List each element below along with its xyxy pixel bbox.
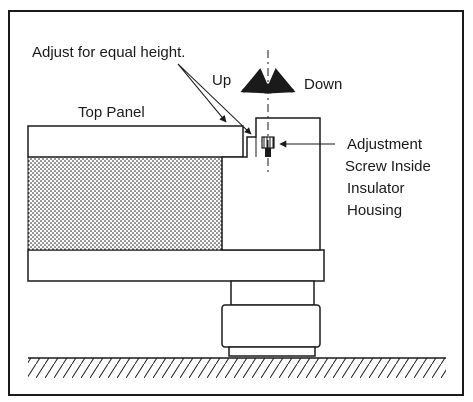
top-panel <box>27 125 244 158</box>
floor <box>28 357 446 378</box>
screw-label-line2: Screw Inside <box>345 158 431 175</box>
rotation-arrow <box>240 68 296 94</box>
up-label: Up <box>212 72 231 89</box>
cabinet-body <box>27 156 223 251</box>
insulator-foot <box>221 280 321 357</box>
adjust-note-label: Adjust for equal height. <box>32 44 185 61</box>
down-label: Down <box>304 76 342 93</box>
figure-frame <box>8 10 464 396</box>
insulator-housing <box>221 117 321 251</box>
top-panel-label: Top Panel <box>78 104 145 121</box>
screw-label-line3: Insulator <box>347 180 405 197</box>
adjust-leader-lines <box>177 63 252 135</box>
screw-label-line1: Adjustment <box>347 136 423 153</box>
bottom-panel <box>27 249 325 282</box>
screw-label-line4: Housing <box>347 202 402 219</box>
